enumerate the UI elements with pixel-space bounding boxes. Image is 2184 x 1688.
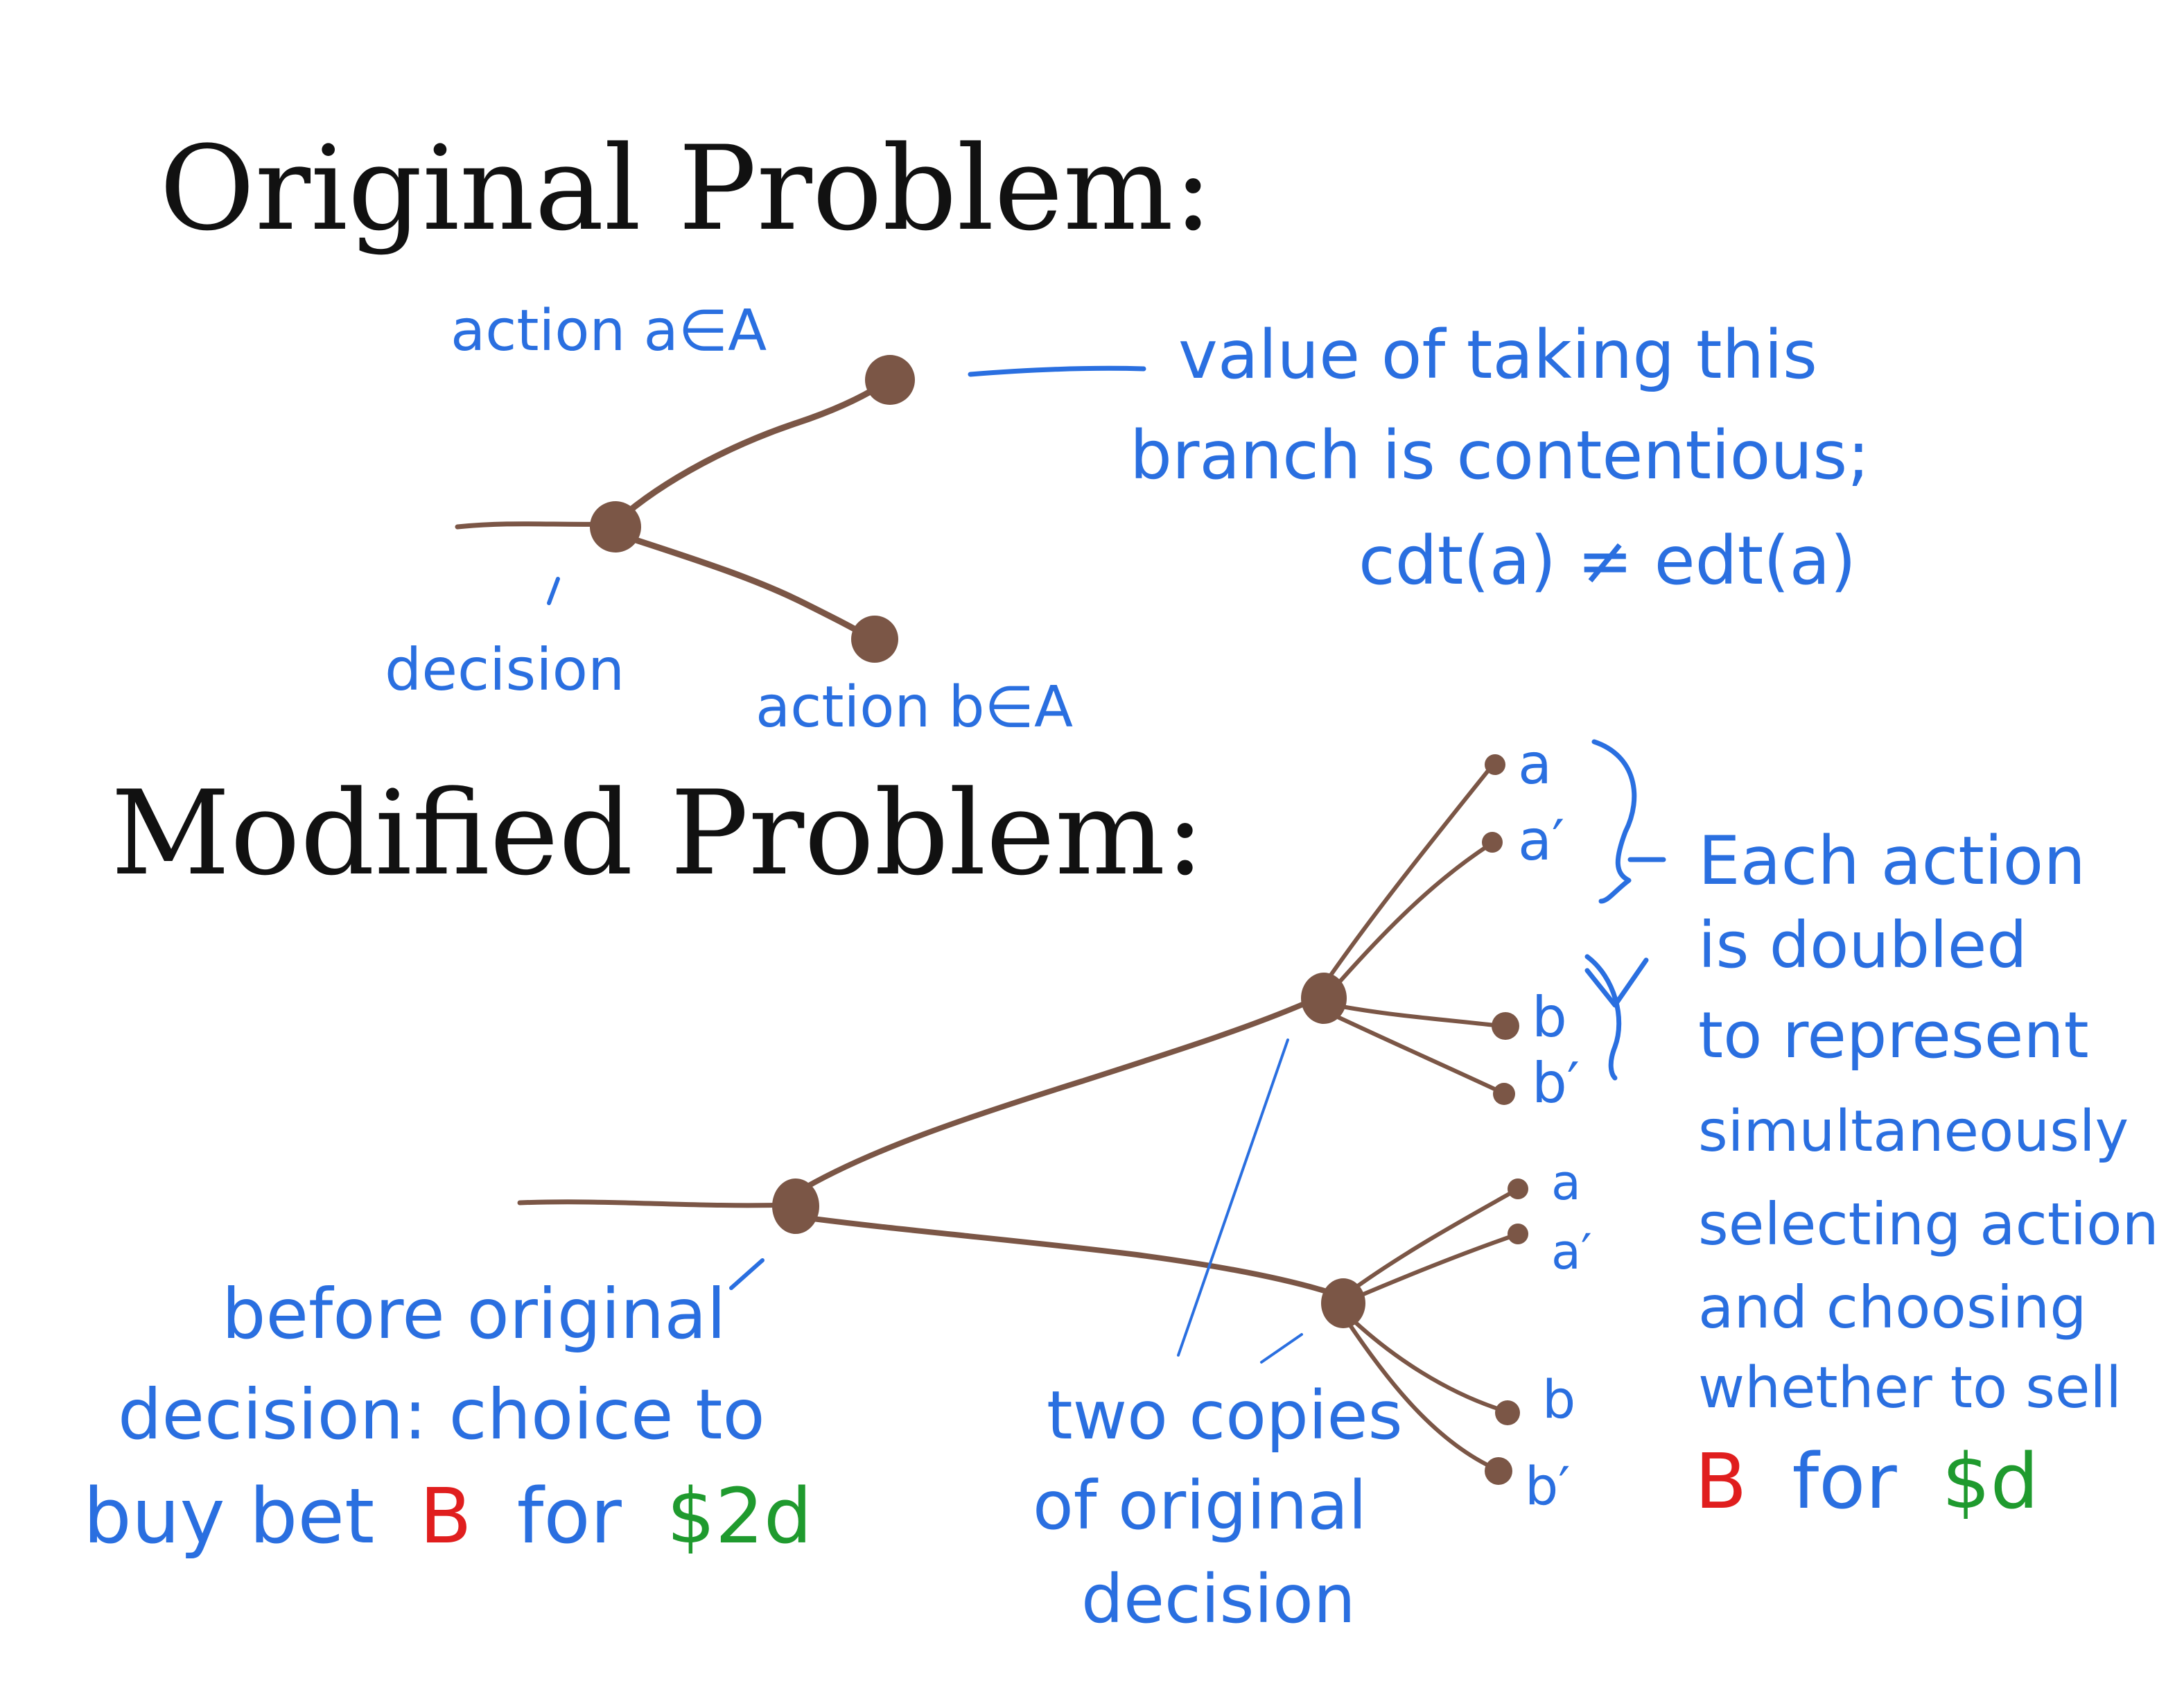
each-line3: to represent <box>1698 998 2089 1072</box>
brace-upper-b <box>1584 954 1622 1081</box>
upper-leaf-label-b: b <box>1532 985 1567 1050</box>
upper-branch-b <box>1325 1002 1503 1028</box>
copies-line1: two copies <box>1047 1377 1403 1454</box>
upper-leaf-label-b2: b′ <box>1532 1051 1580 1115</box>
upper-branch-a <box>1323 766 1492 985</box>
modified-branch-lower <box>794 1214 1340 1298</box>
each-line8-price: $d <box>1942 1437 2039 1526</box>
lower-branch-a <box>1346 1189 1517 1295</box>
before-line1: before original <box>222 1273 726 1355</box>
before-line3: buy bet B for $2d <box>83 1472 812 1560</box>
original-decision-pointer <box>547 577 560 605</box>
upper-branch-b2 <box>1325 1010 1503 1094</box>
original-node-a <box>865 355 915 405</box>
before-line2: decision: choice to <box>118 1374 765 1455</box>
lower-branch-b2 <box>1343 1315 1499 1472</box>
original-note-connector <box>968 365 1146 377</box>
before-line3-bet-B: B <box>419 1472 471 1560</box>
original-note-line2: branch is contentious; <box>1130 417 1870 494</box>
each-line8-for: for <box>1792 1437 1897 1526</box>
lower-leaf-label-b2: b′ <box>1525 1455 1571 1517</box>
copies-line3: decision <box>1081 1560 1356 1638</box>
modified-branch-upper <box>794 995 1320 1195</box>
each-line5: selecting action <box>1698 1190 2159 1258</box>
each-line6: and choosing <box>1698 1273 2087 1341</box>
modified-root-branch <box>517 1199 793 1208</box>
lower-leaf-label-a: a <box>1551 1154 1581 1211</box>
original-label-action-a: action a∈A <box>451 298 767 364</box>
each-line4: simultaneously <box>1698 1099 2129 1165</box>
brace-upper-a <box>1591 739 1637 904</box>
before-line3-price: $2d <box>667 1472 812 1560</box>
lower-branch-b <box>1344 1312 1506 1413</box>
original-label-action-b: action b∈A <box>755 675 1073 740</box>
original-label-decision: decision <box>385 636 624 704</box>
original-root-branch <box>455 521 613 530</box>
lower-leaf-label-a2: a′ <box>1551 1224 1592 1280</box>
modified-before-node <box>772 1178 819 1234</box>
original-branch-b <box>613 530 873 641</box>
original-node-b <box>851 616 898 663</box>
modified-problem-heading: Modified Problem: <box>111 765 1205 901</box>
original-note-line1: value of taking this <box>1178 316 1817 394</box>
lower-leaf-label-b: b <box>1542 1368 1575 1430</box>
upper-leaf-a <box>1485 754 1505 775</box>
before-line3-for: for <box>517 1472 622 1560</box>
original-branch-a <box>613 378 891 525</box>
original-problem-heading: Original Problem: <box>159 121 1213 256</box>
each-line8-bet-B: B <box>1695 1437 1747 1526</box>
lower-leaf-b2 <box>1485 1457 1512 1485</box>
each-line7: whether to sell <box>1698 1355 2122 1421</box>
lower-branch-a2 <box>1348 1233 1517 1302</box>
copies-pointer-lower <box>1260 1333 1303 1364</box>
before-pointer <box>729 1258 765 1290</box>
each-line1: Each action <box>1698 822 2086 900</box>
copies-pointer-upper <box>1177 1038 1289 1357</box>
brace-upper-b-tip <box>1584 957 1649 1008</box>
upper-leaf-b <box>1492 1012 1519 1040</box>
original-note-line3: cdt(a) ≠ edt(a) <box>1359 522 1856 600</box>
upper-leaf-b2 <box>1493 1083 1515 1105</box>
each-line2: is doubled <box>1698 908 2027 982</box>
upper-copy-node <box>1301 973 1347 1024</box>
before-line3-buy-bet: buy bet <box>83 1472 374 1560</box>
upper-leaf-a2 <box>1482 832 1503 853</box>
copies-line2: of original <box>1033 1467 1367 1545</box>
upper-leaf-label-a: a <box>1518 732 1552 797</box>
lower-copy-node <box>1321 1278 1365 1328</box>
each-line8: B for $d <box>1695 1437 2038 1526</box>
upper-leaf-label-a2: a′ <box>1518 808 1564 873</box>
lower-leaf-b <box>1495 1400 1520 1425</box>
lower-leaf-a <box>1508 1178 1528 1199</box>
original-decision-node <box>590 501 641 552</box>
lower-leaf-a2 <box>1508 1224 1528 1244</box>
upper-branch-a2 <box>1332 842 1492 990</box>
